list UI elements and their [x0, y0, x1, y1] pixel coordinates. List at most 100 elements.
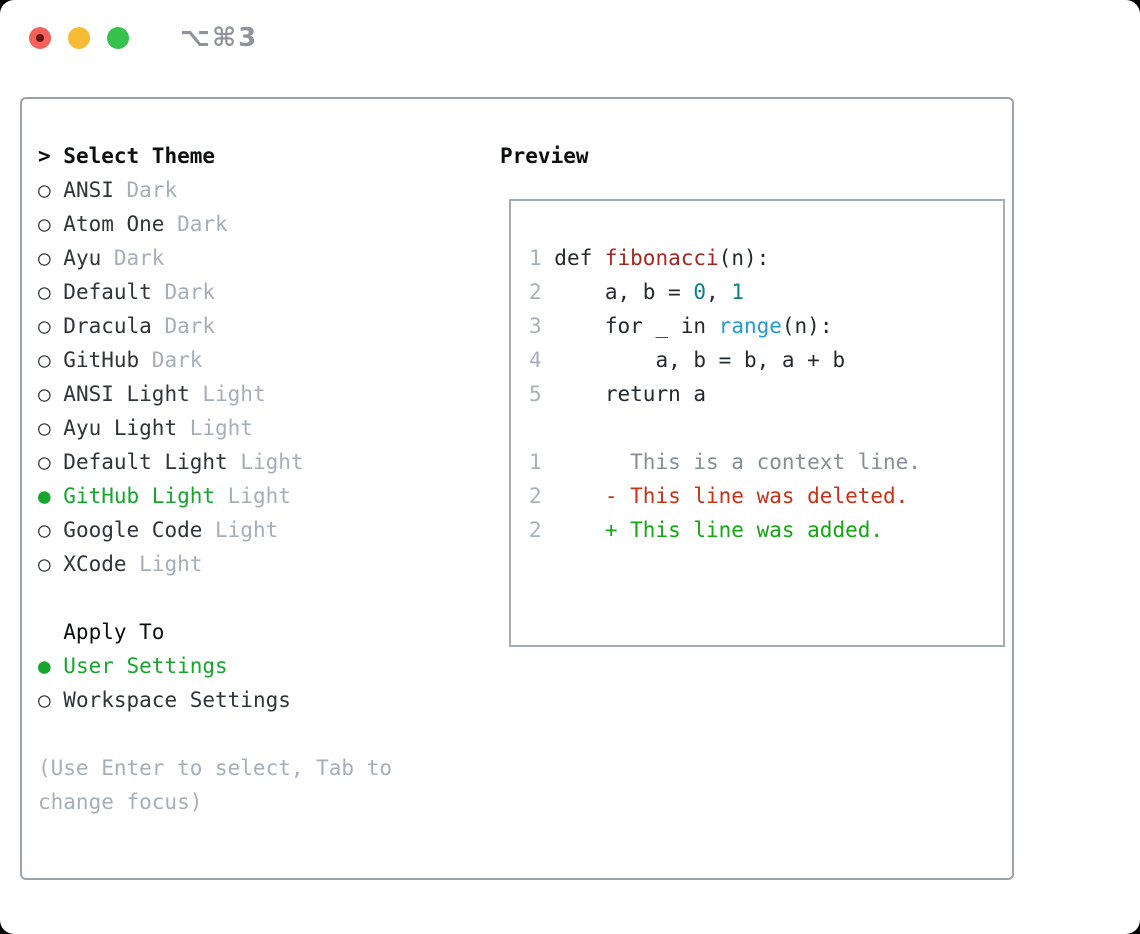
radio-unselected-icon: ○	[38, 382, 64, 406]
theme-variant: Dark	[101, 246, 165, 270]
left-column: > Select Theme ○ ANSI Dark○ Atom One Dar…	[38, 139, 392, 819]
theme-option-github-light[interactable]: ● GitHub Light Light	[38, 479, 392, 513]
preview-heading: Preview	[500, 144, 589, 168]
code-line: 2 - This line was deleted.	[529, 479, 1003, 513]
theme-variant: Light	[126, 552, 203, 576]
code-token: return a	[541, 382, 707, 406]
theme-option-ayu[interactable]: ○ Ayu Dark	[38, 241, 392, 275]
option-label: ANSI Light	[63, 382, 190, 406]
radio-unselected-icon: ○	[38, 314, 64, 338]
code-token: for _ in	[541, 314, 719, 338]
code-token: + This line was added.	[541, 518, 884, 542]
theme-variant: Light	[177, 416, 253, 440]
option-label: Atom One	[63, 212, 165, 236]
hint-line: change focus)	[38, 790, 203, 814]
theme-variant: Light	[215, 484, 291, 508]
focus-prompt-icon: >	[38, 144, 64, 168]
radio-unselected-icon: ○	[38, 450, 64, 474]
theme-variant: Light	[189, 382, 266, 406]
apply-to-heading: Apply To	[38, 615, 392, 649]
theme-option-list: ○ ANSI Dark○ Atom One Dark○ Ayu Dark○ De…	[38, 173, 392, 581]
radio-unselected-icon: ○	[38, 518, 64, 542]
line-number: 2	[529, 484, 542, 508]
code-token: range	[718, 314, 782, 338]
option-label: Ayu Light	[63, 416, 178, 440]
radio-unselected-icon: ○	[38, 178, 64, 202]
radio-unselected-icon: ○	[38, 416, 64, 440]
theme-option-xcode[interactable]: ○ XCode Light	[38, 547, 392, 581]
radio-unselected-icon: ○	[38, 246, 64, 270]
line-number: 4	[529, 348, 542, 372]
code-line: 1 def fibonacci(n):	[529, 241, 1003, 275]
option-label: Ayu	[63, 246, 102, 270]
title-bar: ⌥⌘3	[29, 23, 259, 53]
line-number: 1	[529, 450, 542, 474]
code-line: 1 This is a context line.	[529, 445, 1003, 479]
code-token: a, b = b, a + b	[541, 348, 846, 372]
code-token: (n):	[781, 314, 833, 338]
theme-variant: Dark	[139, 348, 203, 372]
option-label: Dracula	[63, 314, 152, 338]
option-label: XCode	[63, 552, 127, 576]
theme-option-default-light[interactable]: ○ Default Light Light	[38, 445, 392, 479]
radio-selected-icon: ●	[38, 484, 64, 508]
option-label: GitHub	[63, 348, 140, 372]
code-line: 2 + This line was added.	[529, 513, 1003, 547]
option-label: Workspace Settings	[63, 688, 291, 712]
option-label: Google Code	[63, 518, 203, 542]
code-line	[529, 411, 1003, 445]
theme-option-ansi[interactable]: ○ ANSI Dark	[38, 173, 392, 207]
theme-variant: Dark	[164, 212, 228, 236]
code-line: 2 a, b = 0, 1	[529, 275, 1003, 309]
apply-option-user-settings[interactable]: ● User Settings	[38, 649, 392, 683]
window-title: ⌥⌘3	[180, 23, 259, 53]
code-token: ,	[706, 280, 732, 304]
select-theme-heading-label: Select Theme	[63, 144, 216, 168]
apply-option-list: ● User Settings○ Workspace Settings	[38, 649, 392, 717]
close-button[interactable]	[29, 27, 51, 49]
theme-option-ansi-light[interactable]: ○ ANSI Light Light	[38, 377, 392, 411]
radio-selected-icon: ●	[38, 654, 64, 678]
theme-variant: Light	[202, 518, 279, 542]
code-token: fibonacci	[604, 246, 719, 270]
theme-option-dracula[interactable]: ○ Dracula Dark	[38, 309, 392, 343]
theme-variant: Dark	[113, 178, 178, 202]
code-token: def	[541, 246, 605, 270]
line-number: 3	[529, 314, 542, 338]
option-label: User Settings	[63, 654, 228, 678]
radio-unselected-icon: ○	[38, 552, 64, 576]
code-token: - This line was deleted.	[541, 484, 909, 508]
theme-option-atom-one[interactable]: ○ Atom One Dark	[38, 207, 392, 241]
radio-unselected-icon: ○	[38, 688, 64, 712]
minimize-button[interactable]	[68, 27, 90, 49]
radio-unselected-icon: ○	[38, 280, 64, 304]
option-label: Default	[63, 280, 152, 304]
traffic-lights	[29, 27, 146, 49]
theme-option-ayu-light[interactable]: ○ Ayu Light Light	[38, 411, 392, 445]
theme-option-google-code[interactable]: ○ Google Code Light	[38, 513, 392, 547]
line-number: 1	[529, 246, 542, 270]
theme-variant: Dark	[151, 314, 216, 338]
code-token: This is a context line.	[541, 450, 921, 474]
apply-option-workspace-settings[interactable]: ○ Workspace Settings	[38, 683, 392, 717]
theme-variant: Dark	[151, 280, 216, 304]
radio-unselected-icon: ○	[38, 348, 64, 372]
theme-option-default[interactable]: ○ Default Dark	[38, 275, 392, 309]
hint-line: (Use Enter to select, Tab to	[38, 756, 393, 780]
line-number: 5	[529, 382, 542, 406]
theme-variant: Light	[227, 450, 304, 474]
code-token: a, b =	[541, 280, 694, 304]
code-line: 3 for _ in range(n):	[529, 309, 1003, 343]
option-label: GitHub Light	[63, 484, 216, 508]
option-label: ANSI	[63, 178, 114, 202]
code-token: (n):	[718, 246, 770, 270]
line-number: 2	[529, 280, 542, 304]
code-line: 5 return a	[529, 377, 1003, 411]
theme-option-github[interactable]: ○ GitHub Dark	[38, 343, 392, 377]
hint-text: (Use Enter to select, Tab to change focus…	[38, 751, 392, 819]
select-theme-heading: > Select Theme	[38, 139, 392, 173]
zoom-button[interactable]	[107, 27, 129, 49]
radio-unselected-icon: ○	[38, 212, 64, 236]
